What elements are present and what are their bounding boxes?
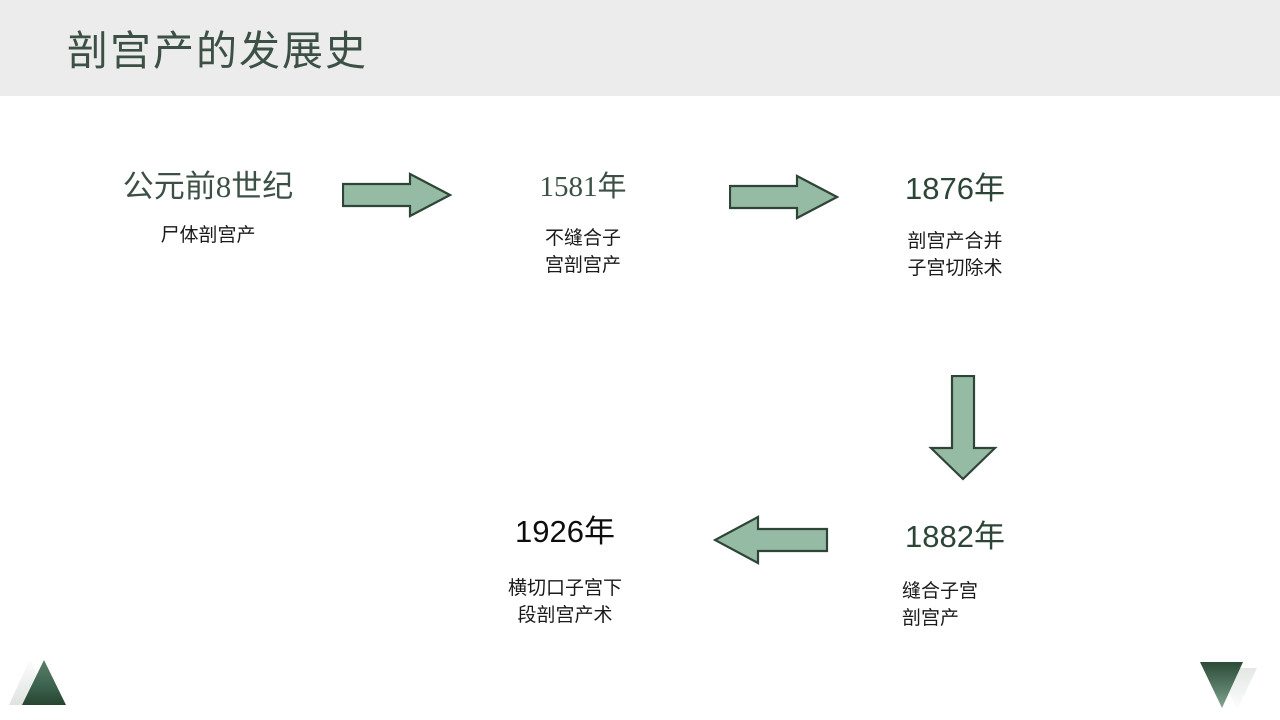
arrow-left-icon <box>713 515 829 565</box>
timeline-node-3-year: 1876年 <box>905 171 1005 206</box>
timeline-node-2-year: 1581年 <box>539 171 627 203</box>
timeline-node-1-year: 公元前8世纪 <box>122 169 294 204</box>
triangle-dark <box>22 660 66 705</box>
timeline-node-5: 1882年 缝合子宫 剖宫产 <box>855 518 1055 633</box>
header-band <box>0 0 1280 96</box>
arrow-down-icon <box>928 375 998 481</box>
timeline-node-4: 1926年 横切口子宫下 段剖宫产术 <box>455 513 675 630</box>
timeline-node-5-year: 1882年 <box>905 519 1005 554</box>
timeline-node-5-caption: 缝合子宫 剖宫产 <box>902 581 979 630</box>
timeline-node-3-caption: 剖宫产合并 子宫切除术 <box>907 231 1003 280</box>
timeline-node-4-caption: 横切口子宫下 段剖宫产术 <box>507 578 622 627</box>
timeline-node-3: 1876年 剖宫产合并 子宫切除术 <box>855 170 1055 283</box>
arrow-right-icon <box>729 174 839 220</box>
page-title: 剖宫产的发展史 <box>67 28 368 74</box>
timeline-node-1: 公元前8世纪 尸体剖宫产 <box>58 168 358 250</box>
timeline-node-2: 1581年 不缝合子 宫剖宫产 <box>468 170 698 280</box>
corner-decoration-bottom-right <box>1200 662 1257 710</box>
arrow-right-icon <box>342 172 452 218</box>
corner-decoration-bottom-left <box>9 659 66 705</box>
timeline-node-4-year: 1926年 <box>515 514 615 549</box>
triangle-dark <box>1200 662 1243 708</box>
timeline-node-1-caption: 尸体剖宫产 <box>160 225 256 247</box>
timeline-node-2-caption: 不缝合子 宫剖宫产 <box>544 227 621 276</box>
